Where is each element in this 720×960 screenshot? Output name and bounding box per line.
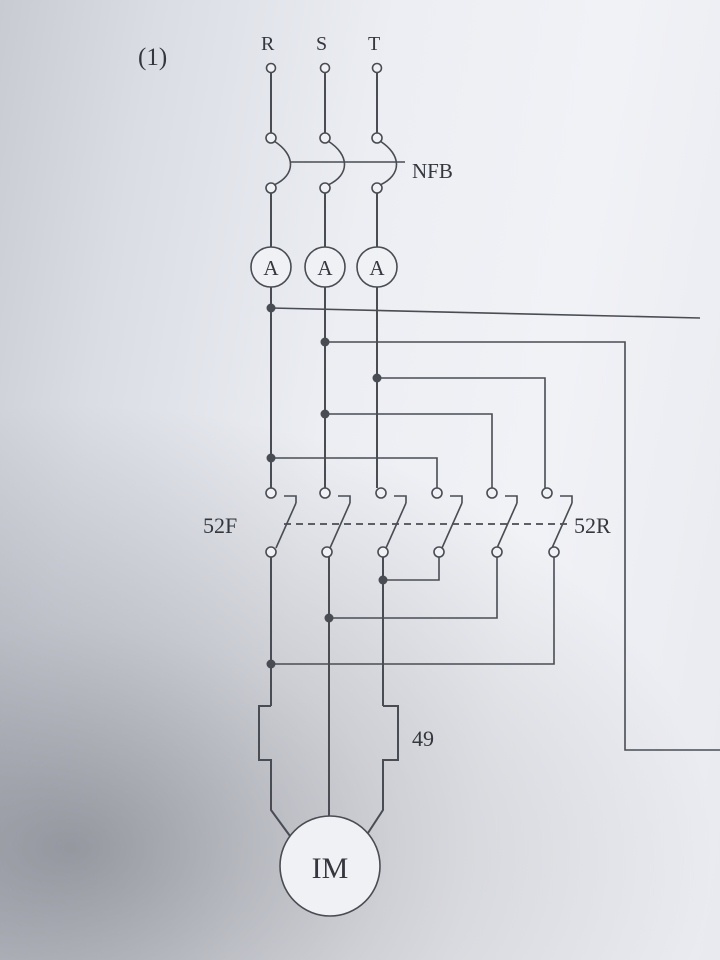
reverse-feed-crossovers	[271, 377, 546, 488]
motor-feed-lines	[270, 557, 384, 818]
nfb-breaker	[265, 132, 405, 194]
motor-circle	[279, 815, 381, 917]
load-side-crossovers	[271, 557, 555, 665]
supply-leads	[270, 73, 378, 133]
terminal-t	[371, 62, 383, 74]
thermal-overload-relay	[258, 705, 399, 837]
ammeter-symbol: A	[263, 256, 279, 280]
motor-label: IM	[312, 852, 349, 885]
figure-number-label: (1)	[138, 44, 167, 71]
ammeter-s: A	[304, 246, 346, 288]
supply-terminals	[265, 62, 383, 74]
terminal-r	[265, 62, 277, 74]
forward-contactor-label: 52F	[203, 513, 237, 538]
contactor-52f[interactable]	[265, 487, 407, 558]
phase-label-s: S	[316, 33, 327, 55]
junction-dots	[266, 303, 388, 669]
reverse-contactor-label: 52R	[574, 513, 611, 538]
terminal-s	[319, 62, 331, 74]
breaker-label: NFB	[412, 159, 453, 183]
ammeter-symbol: A	[317, 256, 333, 280]
breaker-to-ammeter-leads	[270, 193, 378, 247]
control-circuit-taps	[270, 307, 720, 751]
overload-relay-label: 49	[412, 726, 434, 751]
ammeter-t: A	[356, 246, 398, 288]
ammeter-symbol: A	[369, 256, 385, 280]
phase-label-r: R	[261, 33, 275, 55]
induction-motor: IM	[279, 815, 381, 917]
ammeter-r: A	[250, 246, 292, 288]
phase-label-t: T	[368, 33, 380, 55]
contactor-52r[interactable]	[431, 487, 573, 558]
